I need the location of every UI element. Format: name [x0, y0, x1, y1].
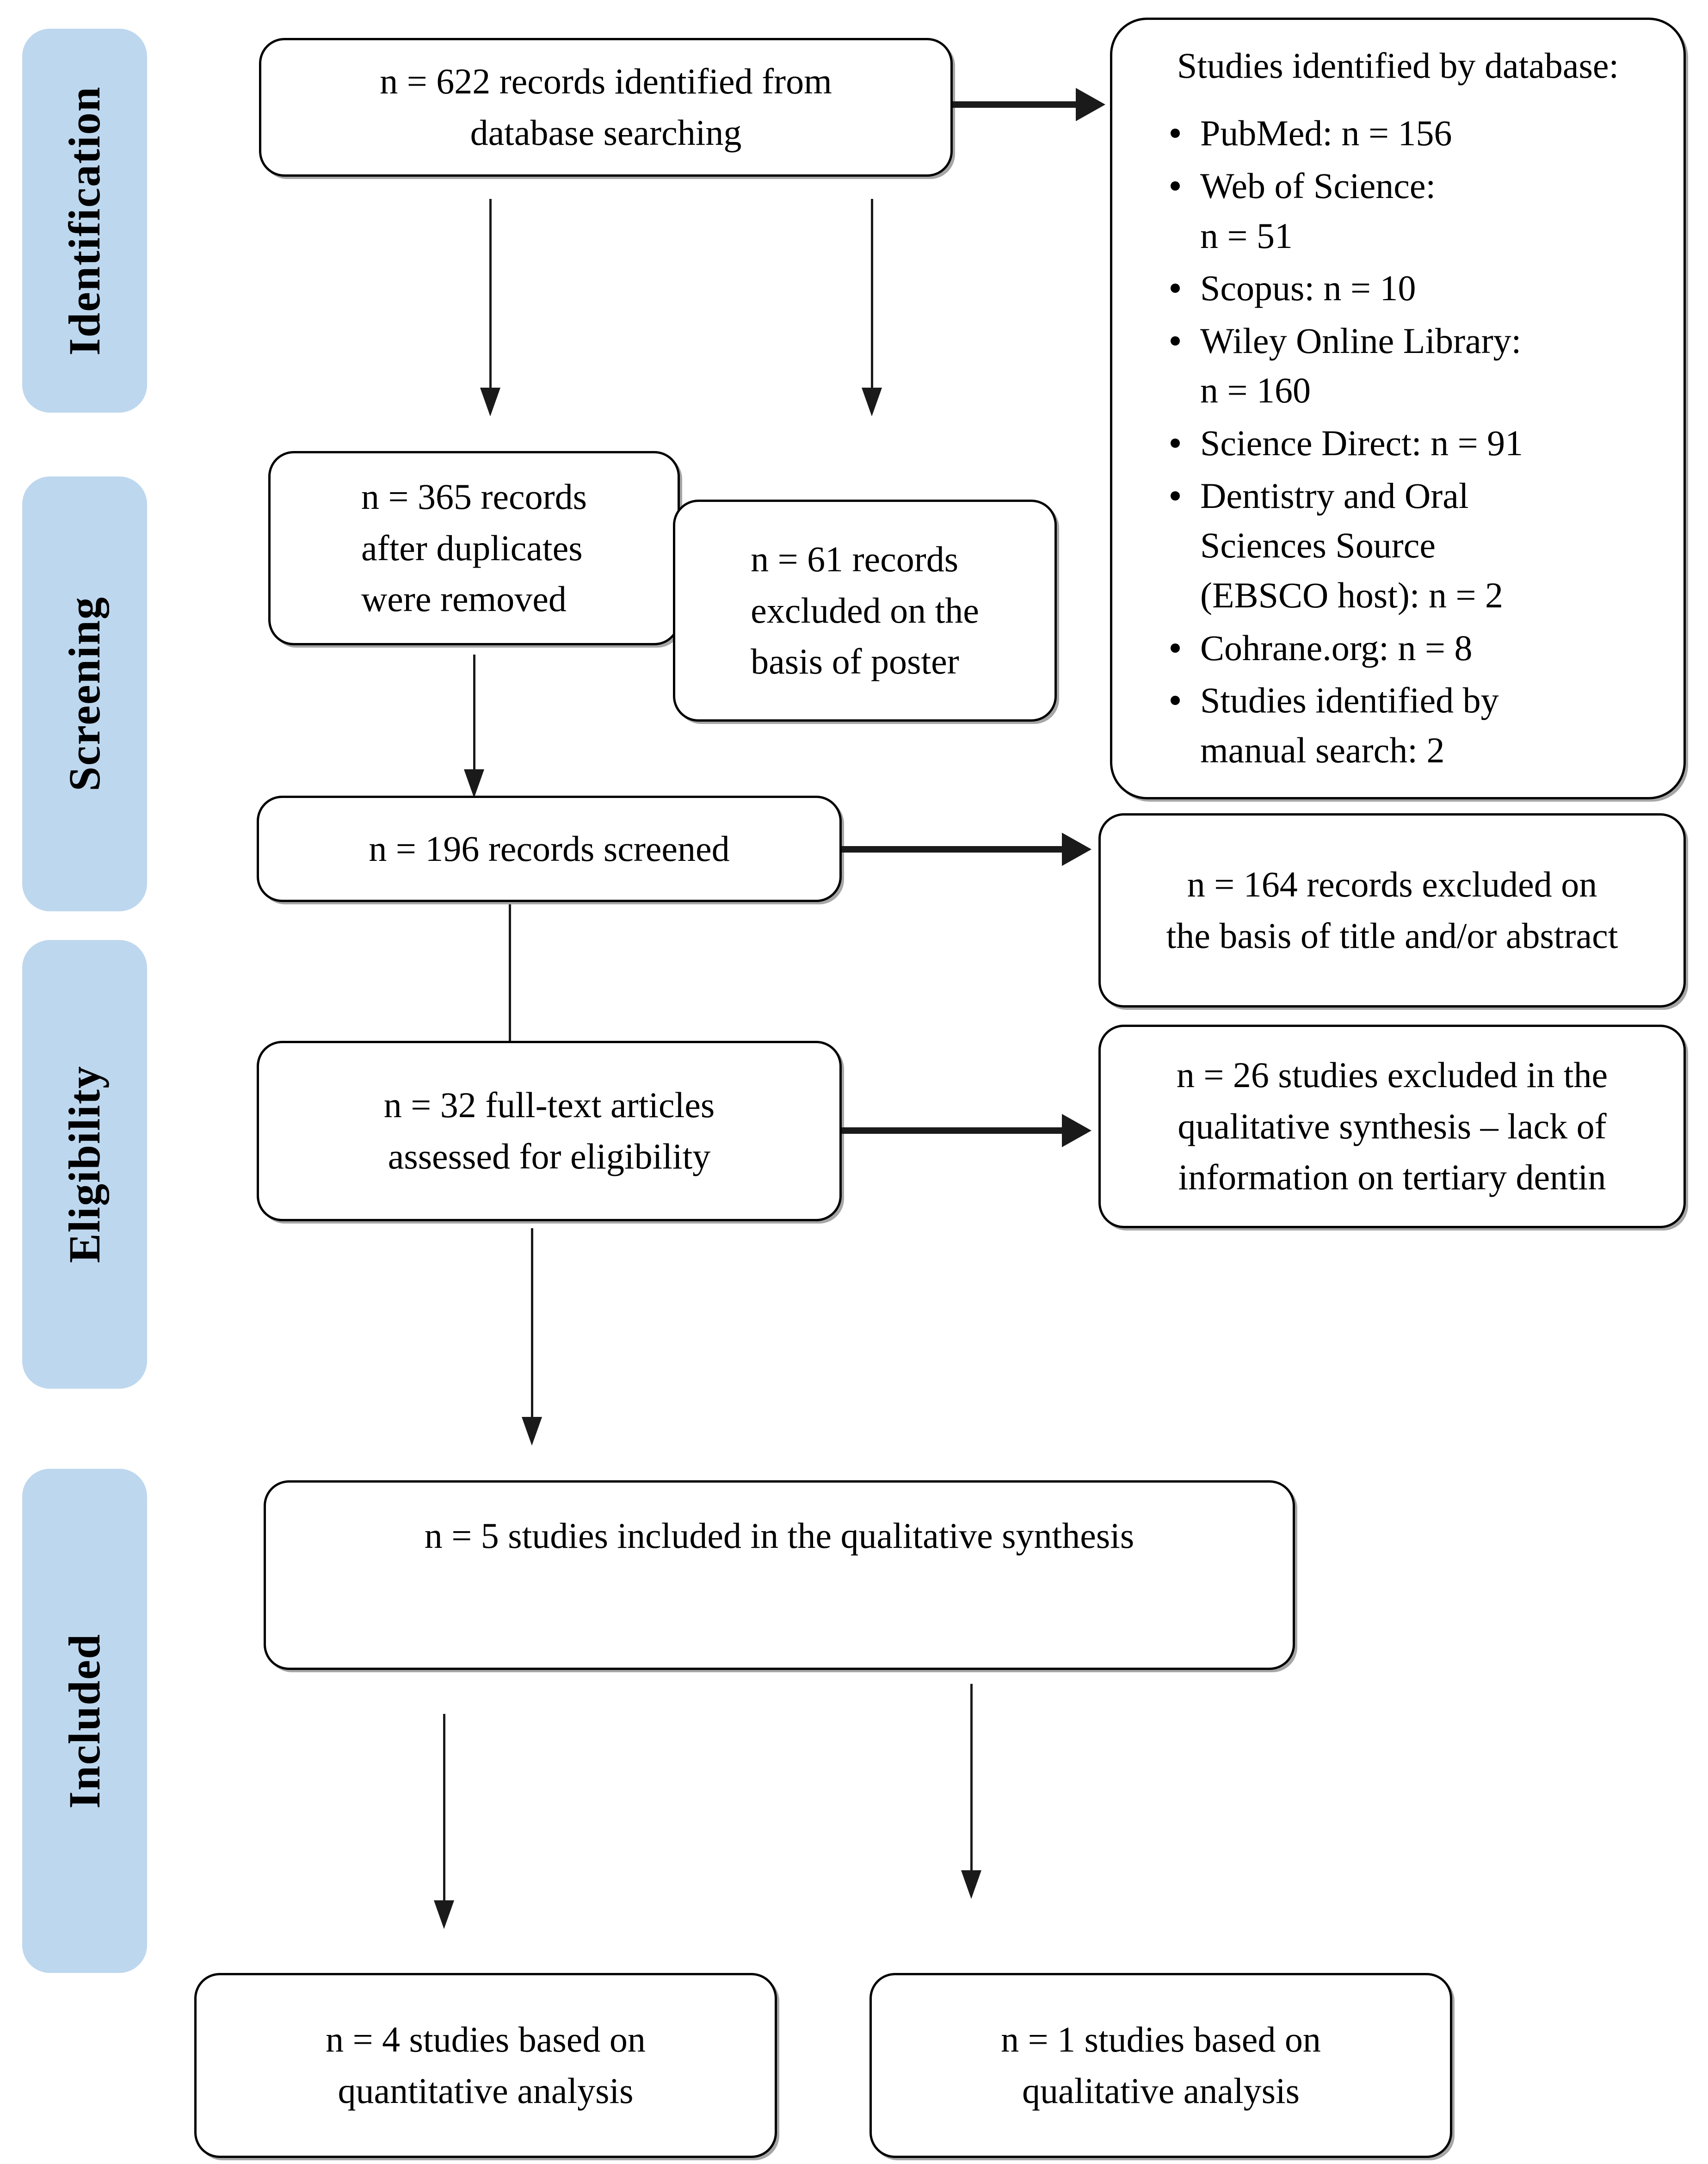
stage-eligibility-label: Eligibility: [60, 1065, 109, 1263]
arrow-fulltext-to-included: [522, 1228, 542, 1446]
arrow-screened-to-title-excluded: [842, 833, 1091, 866]
box-qualitative-analysis-text: n = 1 studies based on qualitative analy…: [1001, 2019, 1321, 2111]
list-item: Scopus: n = 10: [1171, 263, 1665, 313]
box-qualitative-analysis: n = 1 studies based on qualitative analy…: [869, 1973, 1452, 2158]
arrow-identified-to-duplicates: [480, 199, 500, 416]
box-studies-by-database: Studies identified by database: PubMed: …: [1110, 18, 1686, 799]
box-records-screened-text: n = 196 records screened: [369, 828, 730, 869]
database-list: PubMed: n = 156 Web of Science: n = 51 S…: [1131, 108, 1665, 775]
box-studies-excluded: n = 26 studies excluded in the qualitati…: [1098, 1025, 1686, 1228]
box-included-qualitative-synthesis-text: n = 5 studies included in the qualitativ…: [424, 1515, 1135, 1556]
list-item: Cohrane.org: n = 8: [1171, 623, 1665, 673]
stage-identification-label: Identification: [60, 86, 109, 356]
box-fulltext-assessed: n = 32 full-text articles assessed for e…: [257, 1041, 842, 1221]
box-poster-excluded-text: n = 61 records excluded on the basis of …: [751, 538, 979, 682]
arrow-duplicates-to-screened: [464, 655, 484, 798]
list-item: Science Direct: n = 91: [1171, 418, 1665, 468]
stage-identification: Identification: [22, 29, 147, 413]
box-after-duplicates: n = 365 records after duplicates were re…: [268, 451, 680, 645]
list-item: PubMed: n = 156: [1171, 108, 1665, 158]
arrow-identified-to-database: [953, 88, 1105, 121]
box-records-screened: n = 196 records screened: [257, 796, 842, 902]
stage-screening: Screening: [22, 476, 147, 911]
connector-screened-to-fulltext: [509, 904, 511, 1043]
stage-included: Included: [22, 1469, 147, 1973]
list-item: Studies identified by manual search: 2: [1171, 675, 1665, 775]
box-records-identified-text: n = 622 records identified from database…: [380, 61, 832, 153]
box-quantitative-analysis: n = 4 studies based on quantitative anal…: [194, 1973, 777, 2158]
box-after-duplicates-text: n = 365 records after duplicates were re…: [361, 476, 587, 619]
box-records-identified: n = 622 records identified from database…: [259, 38, 953, 177]
arrow-included-to-quantitative: [434, 1714, 454, 1929]
database-box-title: Studies identified by database:: [1177, 45, 1619, 86]
list-item: Dentistry and Oral Sciences Source (EBSC…: [1171, 471, 1665, 620]
arrow-fulltext-to-studies-excluded: [842, 1114, 1091, 1147]
box-title-abstract-excluded: n = 164 records excluded on the basis of…: [1098, 813, 1686, 1008]
arrow-included-to-qualitative: [961, 1684, 981, 1899]
box-included-qualitative-synthesis: n = 5 studies included in the qualitativ…: [264, 1480, 1295, 1670]
box-title-abstract-excluded-text: n = 164 records excluded on the basis of…: [1166, 864, 1618, 956]
box-quantitative-analysis-text: n = 4 studies based on quantitative anal…: [326, 2019, 646, 2111]
box-fulltext-assessed-text: n = 32 full-text articles assessed for e…: [383, 1085, 715, 1176]
box-poster-excluded: n = 61 records excluded on the basis of …: [673, 500, 1057, 722]
stage-screening-label: Screening: [60, 596, 109, 791]
stage-included-label: Included: [60, 1633, 109, 1809]
arrow-identified-to-poster-excluded: [862, 199, 882, 416]
list-item: Web of Science: n = 51: [1171, 161, 1665, 260]
stage-eligibility: Eligibility: [22, 940, 147, 1389]
list-item: Wiley Online Library: n = 160: [1171, 316, 1665, 415]
box-studies-excluded-text: n = 26 studies excluded in the qualitati…: [1176, 1054, 1608, 1198]
